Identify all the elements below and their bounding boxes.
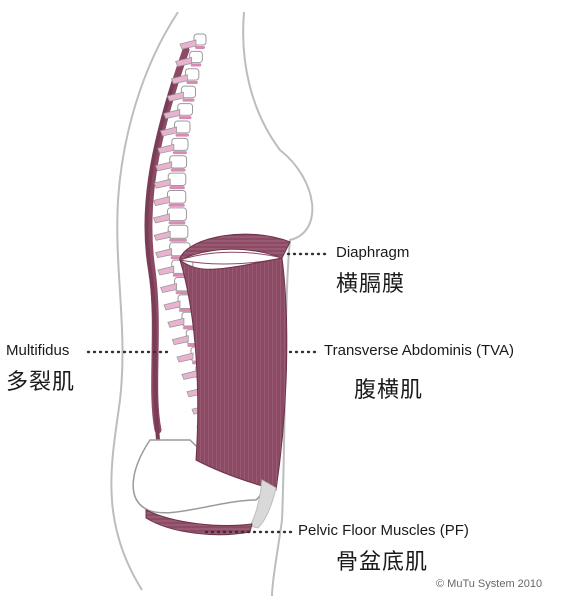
vertebra bbox=[184, 68, 200, 81]
intervertebral-disc bbox=[182, 98, 195, 102]
spinous-process bbox=[179, 39, 197, 50]
vertebra bbox=[177, 103, 194, 116]
spinous-process bbox=[152, 196, 170, 206]
lower-abdominal-band bbox=[249, 479, 277, 529]
intervertebral-disc bbox=[169, 186, 185, 190]
spinous-process bbox=[160, 282, 177, 293]
spinous-process bbox=[166, 91, 184, 102]
intervertebral-disc bbox=[186, 81, 198, 85]
spinous-process bbox=[159, 126, 177, 137]
vertebra bbox=[167, 172, 187, 187]
vertebra bbox=[169, 155, 188, 169]
intervertebral-disc bbox=[168, 203, 185, 207]
pelvic-floor-label-zh: 骨盆底肌 bbox=[336, 550, 429, 575]
spinous-process bbox=[171, 335, 189, 346]
intervertebral-disc bbox=[172, 151, 187, 155]
intervertebral-disc bbox=[168, 221, 186, 225]
spinous-process bbox=[152, 213, 170, 224]
intervertebral-disc bbox=[178, 116, 192, 120]
spinous-process bbox=[170, 74, 188, 85]
spinous-process bbox=[163, 109, 181, 120]
diaphragm-muscle bbox=[179, 233, 291, 261]
tva-label-en: Transverse Abdominis (TVA) bbox=[324, 342, 515, 359]
intervertebral-disc bbox=[175, 133, 190, 137]
spinous-process bbox=[167, 317, 185, 328]
intervertebral-disc bbox=[170, 168, 186, 172]
spinous-process bbox=[153, 230, 171, 241]
vertebra bbox=[166, 207, 187, 222]
spinous-process bbox=[157, 143, 175, 154]
multifidus-label-en: Multifidus bbox=[6, 342, 70, 359]
vertebra bbox=[180, 85, 197, 99]
vertebra bbox=[167, 224, 189, 239]
vertebra bbox=[174, 120, 191, 134]
vertebra bbox=[166, 190, 187, 204]
front-body-outline bbox=[242, 11, 314, 597]
vertebra bbox=[171, 137, 189, 151]
spinous-process bbox=[163, 300, 181, 311]
spinous-process bbox=[175, 56, 193, 67]
vertebra bbox=[189, 50, 203, 64]
multifidus-muscle bbox=[144, 79, 176, 441]
spinous-process bbox=[155, 248, 173, 259]
diaphragm-label-en: Diaphragm bbox=[336, 244, 410, 261]
spinous-process bbox=[157, 265, 175, 276]
spinous-process bbox=[176, 352, 194, 363]
multifidus-label-zh: 多裂肌 bbox=[6, 370, 76, 395]
back-outline bbox=[110, 11, 179, 591]
intervertebral-disc bbox=[169, 238, 187, 242]
spinous-process bbox=[155, 161, 173, 172]
spinous-process bbox=[153, 178, 171, 189]
vertebra bbox=[193, 33, 207, 46]
spinous-process bbox=[181, 369, 199, 380]
diaphragm-label-zh: 横膈膜 bbox=[336, 272, 406, 297]
pelvic-floor-label-en: Pelvic Floor Muscles (PF) bbox=[298, 522, 469, 539]
tva-label-zh: 腹横肌 bbox=[354, 378, 424, 403]
intervertebral-disc bbox=[190, 63, 202, 67]
copyright-notice: © MuTu System 2010 bbox=[436, 578, 543, 590]
intervertebral-disc bbox=[195, 46, 205, 49]
